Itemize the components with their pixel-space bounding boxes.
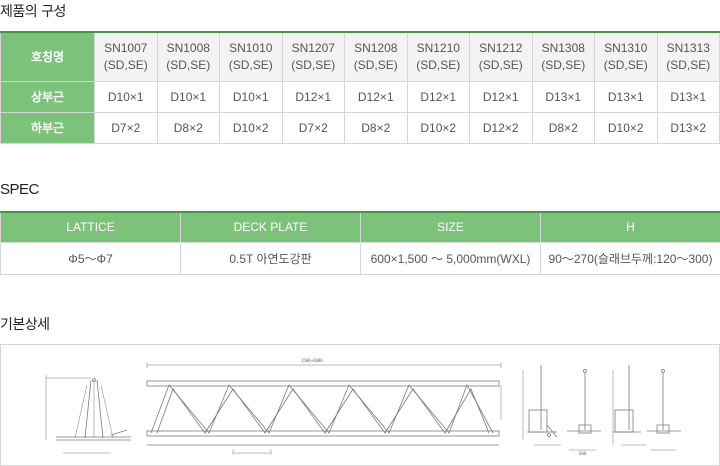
table-cell: D10×2 [406, 111, 470, 144]
table-cell: D13×1 [531, 80, 595, 113]
table-cell: D13×2 [656, 111, 720, 144]
table-cell: D13×1 [656, 80, 720, 113]
table-cell: D10×2 [594, 111, 658, 144]
spec-value-deck-plate: 0.5T 아연도강판 [180, 241, 361, 275]
spec-header-row: LATTICE DECK PLATE SIZE H [0, 211, 720, 243]
model-cell: SN1008(SD,SE) [156, 31, 220, 82]
spec-value-lattice: Φ5～Φ7 [0, 241, 181, 275]
table-cell: D12×1 [406, 80, 470, 113]
table-cell: D12×1 [469, 80, 533, 113]
table-cell: D7×2 [281, 111, 345, 144]
detail-section-title: 기본상세 [0, 317, 50, 333]
model-cell: SN1007(SD,SE) [94, 31, 158, 82]
spec-header-h: H [540, 211, 720, 243]
cross-section-view [45, 375, 131, 454]
spec-table: LATTICE DECK PLATE SIZE H Φ5～Φ7 0.5T 아연도… [0, 211, 720, 275]
spec-header-size: SIZE [360, 211, 541, 243]
spec-value-row: Φ5～Φ7 0.5T 아연도강판 600×1,500 ～ 5,000mm(WXL… [0, 241, 720, 275]
table-cell: D10×1 [94, 80, 158, 113]
detail-views: 600 [522, 365, 681, 456]
table-cell: D10×1 [219, 80, 283, 113]
technical-drawing: 1500~6000 600 [45, 358, 681, 456]
product-composition-table: 호칭명 SN1007(SD,SE) SN1008(SD,SE) SN1010(S… [0, 31, 720, 144]
spec-header-deck-plate: DECK PLATE [180, 211, 361, 243]
spec-value-h: 90～270(슬래브두께:120～300) [540, 241, 720, 275]
model-cell: SN1207(SD,SE) [281, 31, 345, 82]
name-header: 호칭명 [0, 31, 95, 82]
bottom-bar-row: 하부근 D7×2 D8×2 D10×2 D7×2 D8×2 D10×2 D12×… [0, 111, 720, 144]
table-cell: D12×2 [469, 111, 533, 144]
spec-section-title: SPEC [0, 181, 39, 198]
spec-header-lattice: LATTICE [0, 211, 181, 243]
small-dimension-label: 600 [579, 451, 587, 456]
model-cell: SN1212(SD,SE) [469, 31, 533, 82]
table-cell: D12×1 [344, 80, 408, 113]
table-cell: D12×1 [281, 80, 345, 113]
table-cell: D10×1 [156, 80, 220, 113]
table-cell: D10×2 [219, 111, 283, 144]
bottom-bar-header: 하부근 [0, 111, 95, 144]
technical-drawing-panel: 1500~6000 600 [0, 344, 720, 466]
model-cell: SN1210(SD,SE) [406, 31, 470, 82]
table-cell: D8×2 [156, 111, 220, 144]
spec-value-size: 600×1,500 ～ 5,000mm(WXL) [360, 241, 541, 275]
model-cell: SN1310(SD,SE) [594, 31, 658, 82]
length-dimension-label: 1500~6000 [301, 358, 323, 363]
table-cell: D7×2 [94, 111, 158, 144]
table-cell: D8×2 [531, 111, 595, 144]
top-bar-row: 상부근 D10×1 D10×1 D10×1 D12×1 D12×1 D12×1 … [0, 80, 720, 113]
products-section-title: 제품의 구성 [0, 4, 66, 20]
lattice-elevation-view: 1500~6000 [146, 358, 502, 455]
table-cell: D13×1 [594, 80, 658, 113]
model-cell: SN1208(SD,SE) [344, 31, 408, 82]
model-cell: SN1308(SD,SE) [531, 31, 595, 82]
model-cell: SN1313(SD,SE) [656, 31, 720, 82]
model-header-row: 호칭명 SN1007(SD,SE) SN1008(SD,SE) SN1010(S… [0, 31, 720, 82]
model-cell: SN1010(SD,SE) [219, 31, 283, 82]
table-cell: D8×2 [344, 111, 408, 144]
top-bar-header: 상부근 [0, 80, 95, 113]
